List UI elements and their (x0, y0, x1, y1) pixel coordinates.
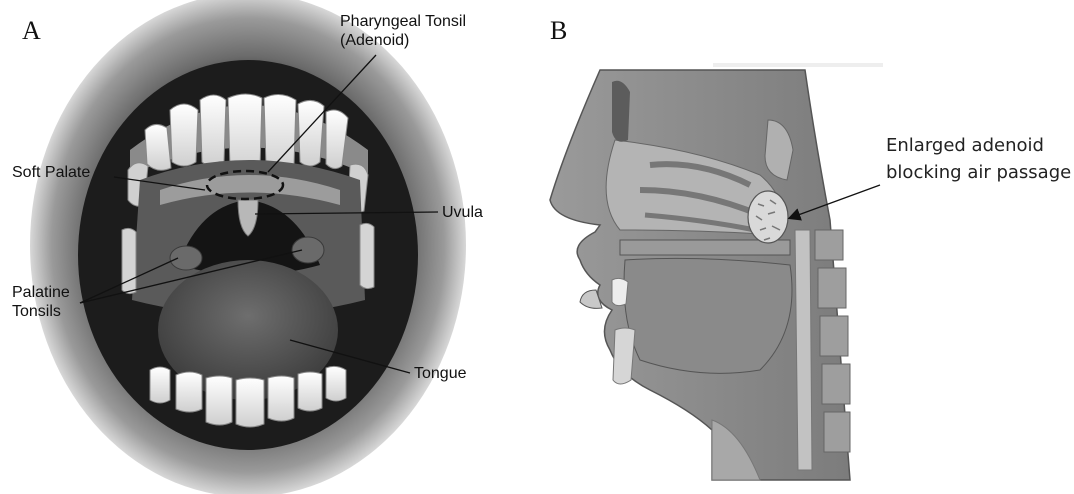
enlarged-adenoid (748, 191, 788, 243)
label-enlarged-adenoid: Enlarged adenoid blocking air passage (886, 132, 1071, 186)
label-palatine-tonsils-line2: Tonsils (12, 302, 70, 321)
label-soft-palate: Soft Palate (12, 163, 90, 182)
panel-a-letter: A (22, 16, 41, 46)
right-palatine-tonsil (292, 237, 324, 263)
label-enlarged-adenoid-line2: blocking air passage (886, 159, 1071, 186)
tongue-sagittal (624, 258, 792, 373)
left-palatine-tonsil (170, 246, 202, 270)
label-pharyngeal-tonsil-line2: (Adenoid) (340, 31, 466, 50)
label-tongue: Tongue (414, 364, 467, 383)
label-pharyngeal-tonsil: Pharyngeal Tonsil (Adenoid) (340, 12, 466, 50)
label-palatine-tonsils: Palatine Tonsils (12, 283, 70, 321)
label-pharyngeal-tonsil-line1: Pharyngeal Tonsil (340, 12, 466, 31)
panel-b-letter: B (550, 16, 567, 46)
label-uvula: Uvula (442, 203, 483, 222)
sagittal-head-illustration (550, 63, 883, 480)
label-palatine-tonsils-line1: Palatine (12, 283, 70, 302)
label-enlarged-adenoid-line1: Enlarged adenoid (886, 132, 1071, 159)
open-mouth-illustration (30, 0, 466, 494)
